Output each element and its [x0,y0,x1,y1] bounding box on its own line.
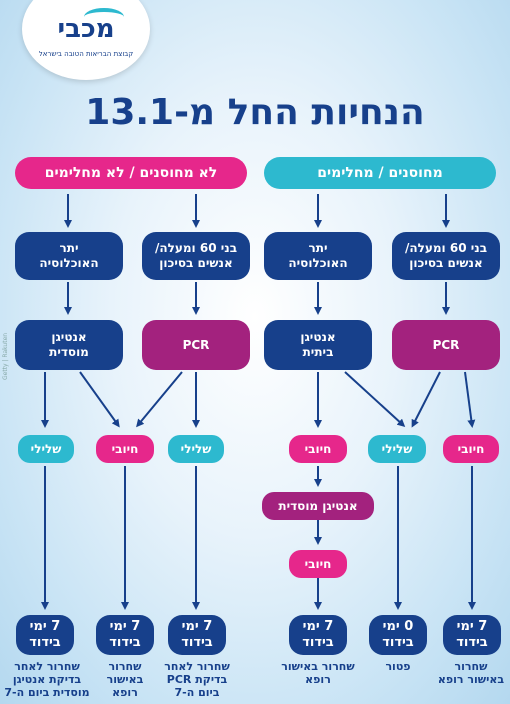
population-risk-right: בני 60 ומעלה/ אנשים בסיכון [392,232,500,280]
note-release-antigen: שחרור לאחר בדיקת אנטיגן מוסדית ביום ה-7 [4,660,90,700]
maccabi-logo: מכבי קבוצת הבריאות הטובה בישראל [22,0,150,80]
outcome-1: 7 ימי בידוד [16,615,74,655]
note-exempt: פטור [385,660,411,673]
arrow [411,371,441,428]
population-rest-right: יתר האוכלוסיה [264,232,372,280]
outcome-2: 7 ימי בידוד [96,615,154,655]
population-rest-left: יתר האוכלוסיה [15,232,123,280]
result-negative-2: שלילי [168,435,224,463]
test-pcr-left: PCR [142,320,250,370]
note-release-doctor-1: שחרור באישור רופא [106,660,144,700]
header-vaccinated: מחוסנים / מחלימים [264,157,496,189]
result-positive-2: חיובי [289,435,347,463]
outcome-5: 0 ימי בידוד [369,615,427,655]
outcome-6: 7 ימי בידוד [443,615,501,655]
population-risk-left: בני 60 ומעלה/ אנשים בסיכון [142,232,250,280]
result-negative-3: שלילי [368,435,426,463]
test-pcr-right: PCR [392,320,500,370]
outcome-3: 7 ימי בידוד [168,615,226,655]
page-title: הנחיות החל מ-13.1 [85,92,425,133]
arrow [79,371,120,428]
result-positive-1: חיובי [96,435,154,463]
result-negative-1: שלילי [18,435,74,463]
logo-tagline: קבוצת הבריאות הטובה בישראל [38,50,134,58]
test-antigen-institutional: אנטיגן מוסדית [15,320,123,370]
result-positive-followup: חיובי [289,550,347,578]
note-release-doctor-2: שחרור באישור רופא [281,660,355,687]
photo-credit: Getty | Rakuten [2,332,9,380]
test-antigen-institutional-followup: אנטיגן מוסדית [262,492,374,520]
outcome-4: 7 ימי בידוד [289,615,347,655]
arrow [344,371,406,428]
test-antigen-home: אנטיגן ביתית [264,320,372,370]
arrow [464,371,476,428]
note-release-doctor-3: שחרור באישור רופא [437,660,505,687]
note-release-pcr: שחרור לאחר בדיקת PCR ביום ה-7 [164,660,230,700]
result-positive-3: חיובי [443,435,499,463]
header-not-vaccinated: לא מחוסנים / לא מחלימים [15,157,247,189]
arrow [136,371,183,428]
logo-name: מכבי [57,14,115,44]
logo-swoosh-icon [84,8,124,26]
